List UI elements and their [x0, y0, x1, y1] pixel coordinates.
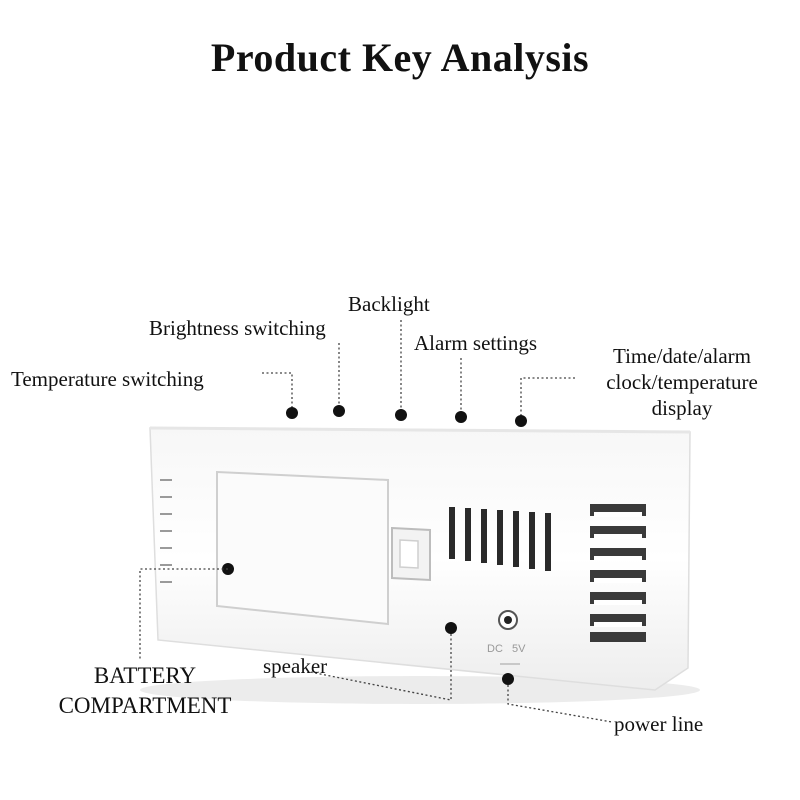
- alarm-label: Alarm settings: [414, 331, 538, 355]
- battery-label: BATTERY COMPARTMENT: [30, 661, 260, 721]
- button-dots: [222, 405, 527, 685]
- power-label: power line: [614, 712, 704, 736]
- speaker-grille: [449, 507, 551, 571]
- temperature-dot: [286, 407, 298, 419]
- display-dot: [515, 415, 527, 427]
- brightness-dot: [333, 405, 345, 417]
- battery-label-line2: COMPARTMENT: [58, 693, 232, 718]
- battery-latch-inner: [399, 539, 419, 569]
- alarm-dot: [455, 411, 467, 423]
- device-shadow: [140, 676, 700, 704]
- display-label-line2: clock/temperature: [606, 370, 758, 394]
- display-leader: [520, 377, 575, 415]
- page-title: Product Key Analysis: [210, 35, 590, 80]
- temperature-leader: [262, 372, 293, 407]
- leader-lines: [139, 320, 613, 723]
- port-dc-label: DC: [487, 643, 503, 655]
- right-vent: [590, 504, 646, 642]
- left-vent: [160, 479, 172, 583]
- temperature-label: Temperature switching: [11, 367, 204, 391]
- power-dot: [502, 673, 514, 685]
- power-leader: [507, 685, 613, 723]
- device-top-edge: [149, 426, 691, 434]
- port-volt-label: 5V: [512, 643, 526, 655]
- display-label-line3: display: [651, 396, 713, 420]
- display-label: Time/date/alarm clock/temperature displa…: [572, 343, 792, 421]
- battery-leader: [139, 568, 228, 660]
- backlight-dot: [395, 409, 407, 421]
- backlight-label: Backlight: [348, 292, 430, 316]
- speaker-label: speaker: [263, 654, 328, 678]
- battery-cover: [216, 470, 389, 626]
- display-label-line1: Time/date/alarm: [612, 344, 752, 368]
- brightness-label: Brightness switching: [149, 316, 326, 340]
- battery-label-line1: BATTERY: [93, 663, 197, 688]
- speaker-dot: [445, 622, 457, 634]
